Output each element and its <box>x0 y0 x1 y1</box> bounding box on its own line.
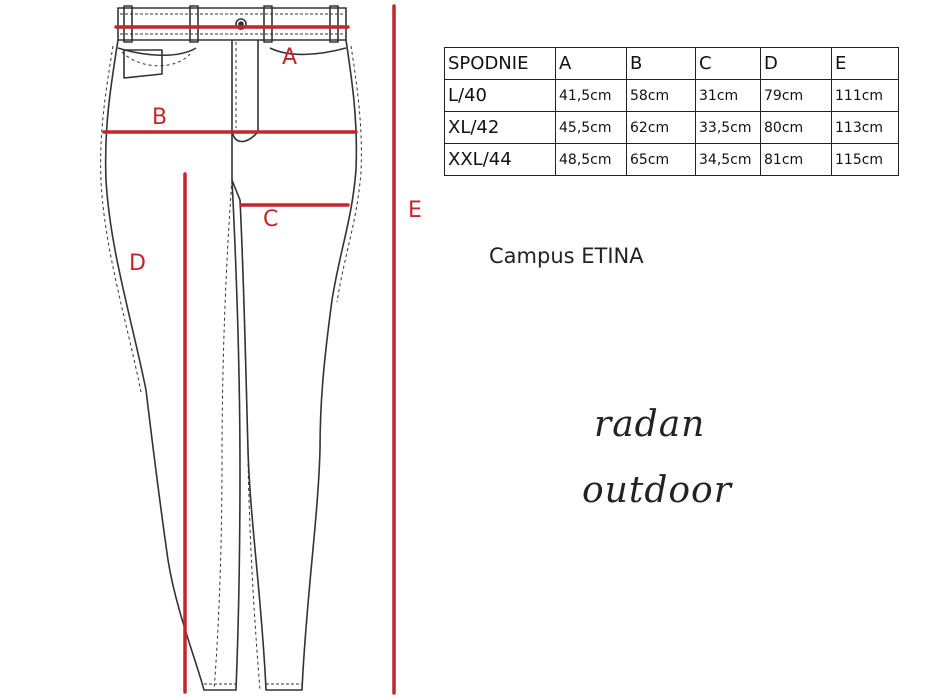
label-b: B <box>152 105 168 130</box>
size-cell: XXL/44 <box>444 143 556 176</box>
table-header-row: SPODNIE A B C D E <box>444 47 899 80</box>
value-cell: 81cm <box>760 143 832 176</box>
value-cell: 45,5cm <box>555 111 627 144</box>
brand-line2: outdoor <box>582 470 732 511</box>
header-b: B <box>626 47 696 80</box>
header-c: C <box>695 47 761 80</box>
size-table: SPODNIE A B C D E L/40 41,5cm 58cm 31cm … <box>444 47 899 176</box>
header-e: E <box>831 47 899 80</box>
value-cell: 79cm <box>760 79 832 112</box>
header-a: A <box>555 47 627 80</box>
value-cell: 113cm <box>831 111 899 144</box>
value-cell: 58cm <box>626 79 696 112</box>
value-cell: 31cm <box>695 79 761 112</box>
value-cell: 80cm <box>760 111 832 144</box>
value-cell: 33,5cm <box>695 111 761 144</box>
value-cell: 115cm <box>831 143 899 176</box>
value-cell: 111cm <box>831 79 899 112</box>
value-cell: 62cm <box>626 111 696 144</box>
header-spodnie: SPODNIE <box>444 47 556 80</box>
table-row: XL/42 45,5cm 62cm 33,5cm 80cm 113cm <box>444 111 899 144</box>
size-cell: L/40 <box>444 79 556 112</box>
table-row: L/40 41,5cm 58cm 31cm 79cm 111cm <box>444 79 899 112</box>
label-c: C <box>263 207 279 232</box>
measure-lines <box>102 4 396 695</box>
value-cell: 34,5cm <box>695 143 761 176</box>
value-cell: 48,5cm <box>555 143 627 176</box>
size-cell: XL/42 <box>444 111 556 144</box>
label-e: E <box>408 198 422 223</box>
value-cell: 65cm <box>626 143 696 176</box>
pants-outline <box>100 5 362 691</box>
model-name: Campus ETINA <box>489 244 644 268</box>
label-a: A <box>282 45 298 70</box>
value-cell: 41,5cm <box>555 79 627 112</box>
header-d: D <box>760 47 832 80</box>
label-d: D <box>129 251 146 276</box>
brand-line1: radan <box>594 404 706 445</box>
table-row: XXL/44 48,5cm 65cm 34,5cm 81cm 115cm <box>444 143 899 176</box>
